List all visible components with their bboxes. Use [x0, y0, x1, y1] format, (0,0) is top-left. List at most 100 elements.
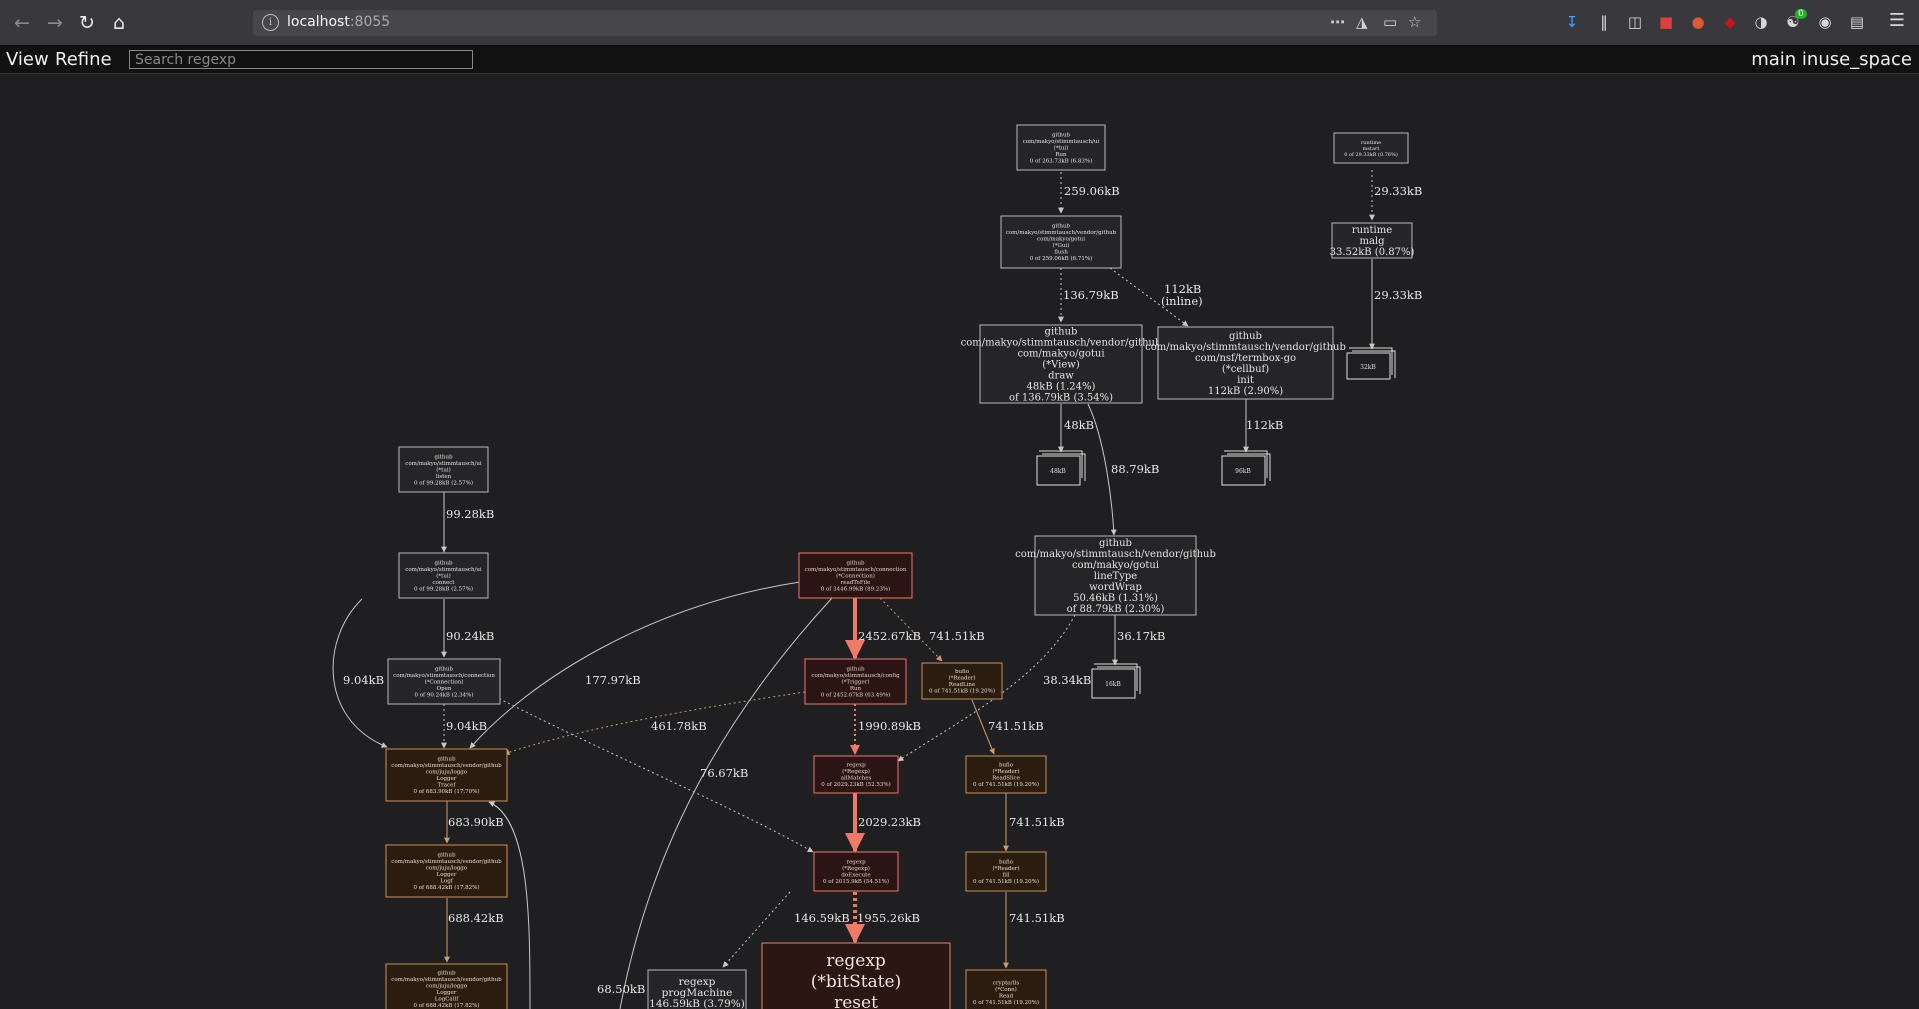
duckduckgo-icon[interactable]: ● [1691, 13, 1705, 31]
graph-node-label: Logf [440, 879, 453, 885]
graph-node-label: (*Gui) [1053, 242, 1070, 249]
graph-node-label: of 88.79kB (2.30%) [1067, 604, 1165, 615]
graph-node[interactable]: githubcom/makyo/stimmtausch/ui(*tui)list… [398, 446, 489, 493]
size-box[interactable]: 96kB [1221, 450, 1271, 486]
graph-edge [489, 693, 814, 853]
graph-node-label: bufio [999, 860, 1014, 866]
home-icon[interactable]: ⌂ [112, 12, 126, 34]
lastpass-icon[interactable]: ■ [1658, 13, 1674, 31]
graph-node[interactable]: githubcom/makyo/stimmtausch/vendor/githu… [385, 844, 508, 898]
graph-node[interactable]: githubcom/makyo/stimmtausch/vendor/githu… [961, 324, 1162, 404]
graph-node-label: github [1052, 132, 1071, 138]
graph-node-label: 112kB (2.90%) [1208, 386, 1283, 397]
size-box[interactable]: 16kB [1091, 663, 1141, 699]
graph-node-label: 50.46kB (1.31%) [1073, 593, 1158, 604]
address-bar[interactable]: i localhost:8055 ⋯ ◮ ▭ ☆ [253, 10, 1437, 36]
graph-node-label: github [435, 666, 454, 672]
sidebar-icon[interactable]: ◫ [1627, 13, 1643, 31]
graph-node[interactable]: githubcom/makyo/stimmtausch/vendor/githu… [1000, 215, 1122, 269]
screenshot-icon[interactable]: ▭ [1383, 13, 1398, 31]
graph-node-box [921, 662, 1003, 700]
size-box[interactable]: 48kB [1036, 450, 1086, 486]
graph-node-label: 0 of 263.73kB (6.83%) [1030, 157, 1092, 164]
site-info-icon[interactable]: i [262, 14, 279, 31]
graph-node-label: (*tui) [1054, 144, 1069, 151]
reload-icon[interactable]: ↻ [79, 12, 95, 34]
graph-node-label: mstart [1363, 146, 1380, 152]
search-input[interactable] [129, 50, 473, 69]
graph-node-label: 0 of 259.06kB (6.71%) [1030, 255, 1092, 262]
graph-node-label: com/makyo/stimmtausch/vendor/github [391, 763, 502, 769]
graph-node-label: github [434, 560, 453, 566]
url-host: localhost [287, 14, 350, 30]
graph-node-label: com/makyo/stimmtausch/vendor/github [961, 337, 1162, 348]
ublock-icon[interactable]: ◆ [1724, 13, 1736, 31]
graph-node[interactable]: githubcom/makyo/stimmtausch/ui(*tui)Run0… [1016, 124, 1106, 171]
graph-node-label: 0 of 99.28kB (2.57%) [414, 585, 473, 592]
graph-node[interactable]: githubcom/makyo/stimmtausch/connection(*… [387, 658, 501, 705]
graph-node[interactable]: githubcom/makyo/stimmtausch/connection(*… [798, 552, 913, 599]
pocket-icon[interactable]: ◮ [1356, 13, 1368, 31]
graph-node[interactable]: githubcom/makyo/stimmtausch/config(*Trig… [804, 658, 907, 705]
graph-node-label: draw [1048, 370, 1074, 381]
tray-icon[interactable]: ▤ [1849, 13, 1865, 31]
svg-text:96kB: 96kB [1235, 468, 1251, 475]
page-actions-icon[interactable]: ⋯ [1330, 13, 1345, 31]
graph-node-label: init [1237, 375, 1254, 386]
graph-edges [332, 170, 1375, 1009]
graph-node[interactable]: githubcom/makyo/stimmtausch/ui(*tui)conn… [398, 552, 489, 599]
edge-label: 76.67kB [700, 766, 748, 780]
graph-node-label: regexp [846, 860, 866, 866]
graph-node-label: regexp [826, 951, 886, 971]
graph-node-box [761, 942, 951, 1009]
forward-icon[interactable]: → [47, 12, 63, 34]
graph-node-label: readToFile [841, 580, 871, 586]
graph-node-label: 0 of 683.90kB (17.70%) [414, 788, 480, 795]
edge-label: 112kB [1164, 282, 1201, 296]
refine-menu[interactable]: Refine [55, 49, 112, 70]
graph-node-label: lineType [1094, 571, 1137, 582]
graph-node[interactable]: githubcom/makyo/stimmtausch/vendor/githu… [385, 963, 508, 1009]
hamburger-menu-icon[interactable]: ☰ [1888, 10, 1906, 31]
graph-node[interactable]: githubcom/makyo/stimmtausch/vendor/githu… [385, 748, 508, 802]
mask-icon[interactable]: ◉ [1818, 13, 1832, 31]
graph-node[interactable]: githubcom/makyo/stimmtausch/vendor/githu… [1015, 535, 1216, 616]
graph-node-label: com/makyo/stimmtausch/ui [1023, 139, 1100, 145]
back-icon[interactable]: ← [14, 12, 30, 34]
graph-node-box [387, 658, 501, 705]
graph-node[interactable]: regexp(*bitState)reset [761, 942, 951, 1009]
graph-edge [469, 581, 801, 749]
svg-text:32kB: 32kB [1360, 364, 1376, 371]
extension-icon[interactable]: ◑ [1754, 13, 1768, 31]
graph-node-label: com/juju/loggo [426, 984, 468, 990]
graph-node-label: (*Reader) [948, 675, 975, 682]
graph-node-box [398, 552, 489, 599]
download-icon[interactable]: ↧ [1565, 13, 1579, 31]
size-box[interactable]: 32kB [1346, 347, 1396, 380]
edge-label: 38.34kB [1043, 673, 1091, 687]
graph-node-box [965, 969, 1047, 1009]
graph-node-label: com/makyo/stimmtausch/vendor/github [1006, 230, 1117, 236]
view-menu[interactable]: View [6, 49, 49, 70]
graph-area[interactable]: 259.06kB 29.33kB 136.79kB 112kB (inline)… [0, 74, 1919, 1009]
graph-node-label: Logger [437, 872, 457, 878]
library-icon[interactable]: ‖ [1600, 13, 1608, 31]
graph-node-label: 146.59kB (3.79%) [649, 998, 745, 1009]
graph-node-box [813, 851, 899, 892]
graph-node-box [1331, 222, 1413, 259]
graph-node-box [813, 755, 899, 794]
graph-node[interactable]: githubcom/makyo/stimmtausch/vendor/githu… [1145, 326, 1346, 400]
bookmark-star-icon[interactable]: ☆ [1408, 13, 1422, 31]
profile-title: main inuse_space [1751, 49, 1912, 70]
graph-node-label: fill [1002, 873, 1009, 879]
graph-node-label: 0 of 688.42kB (17.82%) [414, 1002, 480, 1009]
